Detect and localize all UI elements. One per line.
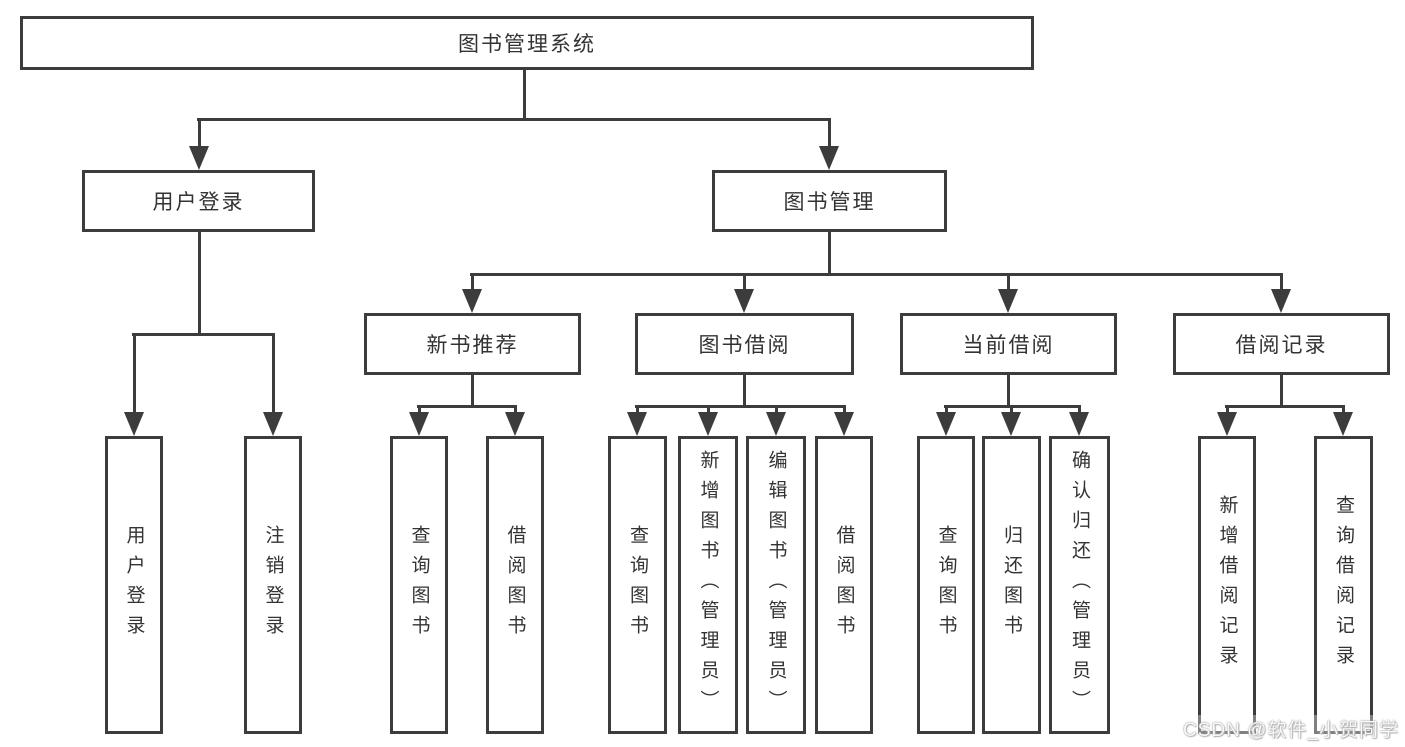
connector-level2-rail: [470, 273, 1283, 276]
leaf-user-login: 用户登录: [105, 436, 163, 734]
leaf-add-borrow-record: 新增借阅记录: [1198, 436, 1256, 734]
connector-drop-leaf-user-login: [133, 333, 136, 414]
leaf-return-books: 归还图书: [982, 436, 1041, 734]
arrowhead: [627, 412, 647, 436]
arrowhead: [1001, 412, 1021, 436]
leaf-confirm-return-admin: 确认归还（管理员）: [1049, 436, 1110, 734]
arrowhead: [698, 412, 718, 436]
leaf-query-books-borrow: 查询图书: [608, 436, 667, 734]
connector-leaf-drop: [945, 405, 948, 415]
arrowhead: [766, 412, 786, 436]
connector-leaf-drop: [636, 405, 639, 415]
node-label: 图书管理系统: [458, 33, 596, 56]
connector-drop-book-management: [828, 118, 831, 148]
node-new-book-recommend: 新书推荐: [364, 313, 581, 375]
leaf-label: 用户登录: [123, 525, 145, 645]
node-label: 当前借阅: [962, 334, 1055, 357]
node-user-login: 用户登录: [82, 170, 315, 232]
node-book-borrow: 图书借阅: [635, 313, 854, 375]
connector-drop-user-login: [198, 118, 201, 148]
leaf-label: 查询借阅记录: [1333, 495, 1354, 675]
leaf-borrow-books: 借阅图书: [815, 436, 873, 734]
connector-root-stub: [523, 70, 526, 120]
leaf-query-books-current: 查询图书: [917, 436, 975, 734]
connector-leaf-drop: [775, 405, 778, 415]
connector-level1-rail: [197, 118, 831, 121]
arrowhead: [505, 412, 525, 436]
node-book-management: 图书管理: [712, 170, 947, 232]
connector-leaf-drop: [514, 405, 517, 415]
arrowhead: [819, 146, 839, 170]
arrowhead: [1217, 412, 1237, 436]
connector-user-login-stub: [198, 232, 201, 336]
node-borrow-records: 借阅记录: [1173, 313, 1390, 375]
arrowhead: [124, 412, 144, 436]
connector-drop-borrow-records: [1280, 273, 1283, 291]
connector-user-login-rail: [132, 333, 275, 336]
connector-borrow-records-stub: [1280, 375, 1283, 408]
connector-leaf-drop: [1226, 405, 1229, 415]
arrowhead: [409, 412, 429, 436]
node-current-borrow: 当前借阅: [900, 313, 1117, 375]
leaf-label: 编辑图书（管理员）: [765, 450, 787, 720]
connector-leaf-drop: [843, 405, 846, 415]
arrowhead: [263, 412, 283, 436]
leaf-add-book-admin: 新增图书（管理员）: [678, 436, 738, 734]
arrowhead: [189, 146, 209, 170]
connector-book-borrow-stub: [743, 375, 746, 408]
connector-leaf-drop: [1342, 405, 1345, 415]
arrowhead: [1271, 289, 1291, 313]
connector-drop-book-borrow: [743, 273, 746, 291]
connector-drop-new-book: [471, 273, 474, 291]
connector-leaf-drop: [1078, 405, 1081, 415]
connector-book-management-stub: [828, 232, 831, 276]
csdn-watermark: CSDN @软件_小贺同学: [1180, 715, 1402, 742]
leaf-label: 新增图书（管理员）: [697, 450, 719, 720]
connector-leaf-drop: [1010, 405, 1013, 415]
connector-current-borrow-stub: [1007, 375, 1010, 408]
node-label: 用户登录: [152, 191, 245, 214]
leaf-borrow-books-recommend: 借阅图书: [486, 436, 544, 734]
arrowhead: [734, 289, 754, 313]
arrowhead: [998, 289, 1018, 313]
leaf-logout-login: 注销登录: [244, 436, 302, 734]
leaf-label: 注销登录: [262, 525, 284, 645]
connector-new-book-stub: [471, 375, 474, 408]
leaf-label: 查询图书: [935, 525, 957, 645]
arrowhead: [1333, 412, 1353, 436]
connector-drop-current-borrow: [1007, 273, 1010, 291]
leaf-query-borrow-record: 查询借阅记录: [1314, 436, 1373, 734]
arrowhead: [462, 289, 482, 313]
leaf-label: 查询图书: [627, 525, 648, 645]
leaf-label: 借阅图书: [504, 525, 526, 645]
leaf-label: 借阅图书: [833, 525, 855, 645]
arrowhead: [834, 412, 854, 436]
leaf-label: 确认归还（管理员）: [1069, 450, 1090, 720]
arrowhead: [1069, 412, 1089, 436]
connector-leaf-drop: [418, 405, 421, 415]
leaf-query-books-recommend: 查询图书: [390, 436, 448, 734]
node-label: 图书管理: [783, 191, 876, 214]
leaf-edit-book-admin: 编辑图书（管理员）: [746, 436, 806, 734]
node-label: 新书推荐: [426, 334, 519, 357]
connector-book-borrow-rail: [635, 405, 846, 408]
connector-borrow-records-rail: [1225, 405, 1345, 408]
connector-leaf-drop: [707, 405, 710, 415]
leaf-label: 查询图书: [408, 525, 430, 645]
node-label: 图书借阅: [698, 334, 791, 357]
leaf-label: 归还图书: [1001, 525, 1022, 645]
connector-drop-leaf-logout: [272, 333, 275, 414]
connector-new-book-rail: [417, 405, 517, 408]
node-label: 借阅记录: [1235, 334, 1328, 357]
leaf-label: 新增借阅记录: [1216, 495, 1238, 675]
arrowhead: [936, 412, 956, 436]
node-library-management-system: 图书管理系统: [20, 16, 1034, 70]
